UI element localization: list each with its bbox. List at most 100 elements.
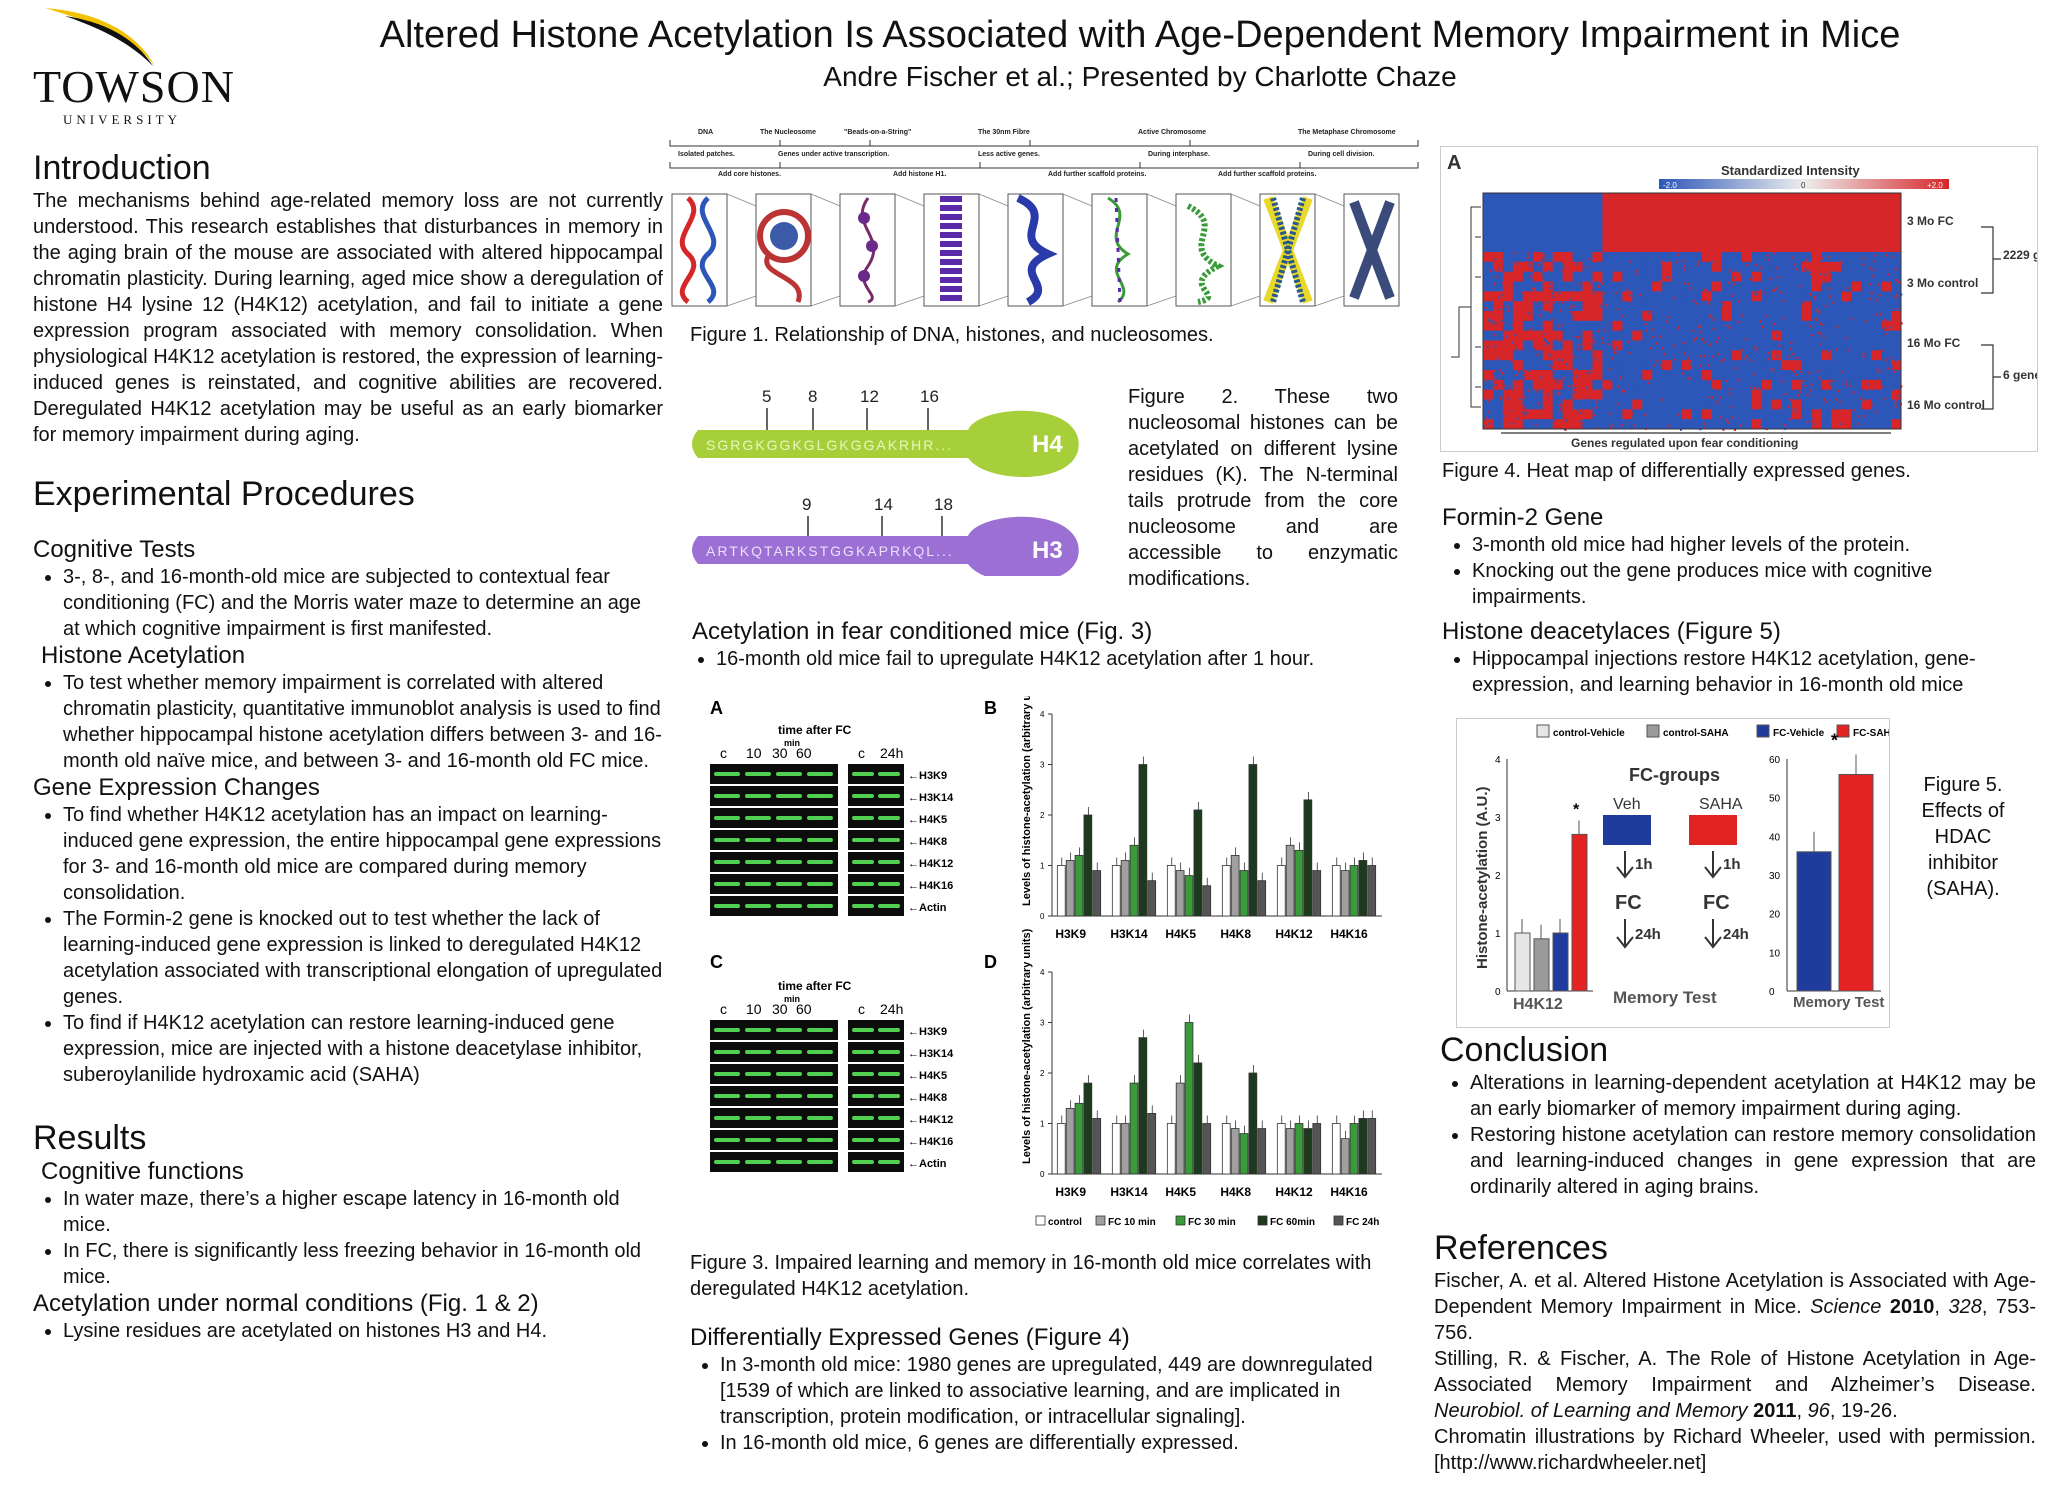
heatmap-cell [1495, 275, 1498, 278]
heatmap-cell [1811, 222, 1822, 233]
fig1-note: During cell division. [1308, 151, 1375, 158]
x-tick-label: H3K9 [1055, 1185, 1086, 1199]
heatmap-cell [1869, 297, 1872, 300]
heatmap-cell [1610, 379, 1613, 382]
heatmap-cell [1662, 379, 1673, 391]
heatmap-cell [1811, 419, 1822, 430]
heatmap-cell [1841, 202, 1852, 214]
heatmap-cell [1592, 320, 1603, 332]
heatmap-cell [1629, 253, 1632, 256]
heatmap-cell [1522, 389, 1534, 400]
heatmap-cell [1516, 386, 1519, 389]
heatmap-cell [1761, 291, 1773, 302]
heatmap-cell [1770, 412, 1773, 415]
heatmap-cell [1761, 232, 1773, 243]
heatmap-cell [1682, 193, 1693, 204]
heatmap-cell [1725, 380, 1728, 383]
heatmap-cell [1781, 389, 1793, 400]
heatmap-cell [1552, 281, 1564, 292]
heatmap-cell [1773, 271, 1776, 274]
heatmap-cell [1861, 311, 1872, 322]
heatmap-cell [1687, 351, 1690, 354]
heatmap-cell [1871, 340, 1882, 351]
heatmap-cell [1592, 340, 1603, 351]
heatmap-cell [1483, 370, 1494, 381]
blot-band [776, 882, 802, 886]
heatmap-cell [1531, 338, 1534, 341]
heatmap-cell [1632, 330, 1643, 341]
heatmap-cell [1861, 242, 1872, 253]
heatmap-cell [1761, 320, 1773, 332]
heatmap-cell [1861, 330, 1872, 341]
heatmap-cell [1801, 242, 1812, 253]
heatmap-cell [1701, 409, 1713, 420]
heatmap-cell [1532, 242, 1544, 253]
heatmap-cell [1606, 254, 1609, 257]
heatmap-cell [1841, 320, 1852, 332]
heatmap-cell [1857, 423, 1860, 426]
h3-position-label: 9 [802, 495, 811, 514]
heatmap-cell [1552, 222, 1564, 233]
heatmap-cell [1518, 357, 1521, 360]
heatmap-cell [1761, 301, 1773, 312]
heatmap-cell [1851, 350, 1862, 361]
heatmap-cell [1760, 266, 1763, 269]
heatmap-cell [1542, 232, 1554, 243]
h4-sequence: SGRGKGGKGLGKGGAKRHR... [706, 437, 953, 453]
heatmap-cell [1707, 395, 1710, 398]
heatmap-cell [1483, 311, 1494, 322]
heatmap-cell [1675, 401, 1678, 404]
heatmap-cell [1692, 379, 1703, 391]
heatmap-cell [1874, 411, 1877, 414]
chart-bar [1184, 875, 1194, 917]
heatmap-cell [1841, 311, 1852, 322]
heatmap-cell [1732, 416, 1735, 419]
heatmap-cell [1662, 232, 1673, 243]
heatmap-cell [1711, 419, 1723, 430]
heatmap-cell [1750, 386, 1753, 389]
heatmap-cell [1652, 350, 1663, 361]
blot-strip [710, 1020, 838, 1040]
heatmap-cell [1572, 202, 1584, 214]
heatmap-cell [1572, 399, 1584, 410]
heatmap-cell [1780, 301, 1783, 304]
heatmap-cell [1617, 402, 1620, 405]
blot-lane-label: c [858, 1001, 865, 1017]
chart-bar [1083, 1082, 1093, 1175]
heatmap-cell [1840, 349, 1843, 352]
heatmap-cell [1802, 379, 1805, 382]
blot-band [852, 1028, 874, 1032]
heatmap-cell [1831, 212, 1842, 223]
heatmap-cell [1751, 311, 1763, 322]
heatmap-cell [1827, 255, 1830, 258]
heatmap-cell [1898, 394, 1901, 397]
fig1-note: Isolated patches. [678, 151, 735, 158]
heatmap-cell [1567, 368, 1570, 371]
blot-mark-label: ←H4K8 [908, 1092, 947, 1104]
heatmap-cell [1737, 320, 1740, 323]
heatmap-cell [1731, 311, 1743, 322]
heatmap-cell [1776, 267, 1779, 270]
heatmap-cell [1552, 370, 1564, 381]
heatmap-cell [1711, 232, 1723, 243]
heatmap-cell [1775, 293, 1778, 296]
heatmap-cell [1652, 193, 1663, 204]
blot-band [852, 816, 874, 820]
heatmap-cell [1811, 202, 1822, 214]
heatmap-cell [1831, 340, 1842, 351]
blot-band [878, 1138, 900, 1142]
heatmap-cell [1761, 409, 1773, 420]
heatmap-cell [1563, 344, 1566, 347]
chart-bar [1138, 1037, 1148, 1175]
gene-count-top: 2229 genes [2003, 248, 2037, 262]
heatmap-cell [1743, 299, 1746, 302]
heatmap-cell [1771, 389, 1783, 400]
heatmap-cell [1726, 324, 1729, 327]
heatmap-cell [1610, 424, 1613, 427]
heatmap-cell [1562, 252, 1574, 263]
y-tick-label: 20 [1769, 910, 1781, 921]
heatmap-cell [1721, 281, 1733, 292]
intro-text: The mechanisms behind age-related memory… [33, 190, 663, 446]
